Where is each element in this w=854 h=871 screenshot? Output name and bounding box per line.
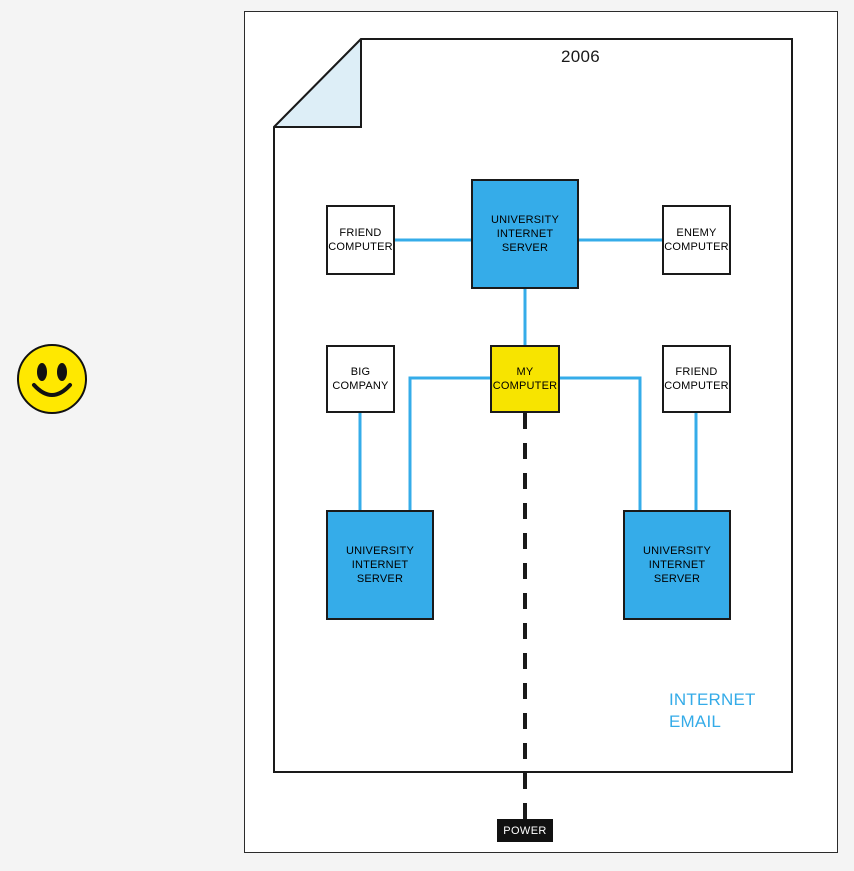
node-label: UNIVERSITY INTERNET SERVER <box>345 545 414 585</box>
node-label: UNIVERSITY INTERNET SERVER <box>490 214 559 254</box>
caption-line-1: INTERNET <box>669 690 756 709</box>
node-friend-computer-top-left[interactable]: FRIEND COMPUTER <box>326 205 395 275</box>
smiley-face-icon <box>16 343 88 415</box>
node-label: MY COMPUTER <box>492 366 558 392</box>
year-label: 2006 <box>560 47 600 66</box>
node-my-computer[interactable]: MY COMPUTER <box>490 345 560 413</box>
power-label-chip: POWER <box>497 819 553 842</box>
node-label: FRIEND COMPUTER <box>328 227 393 253</box>
node-big-company[interactable]: BIG COMPANY <box>326 345 395 413</box>
node-university-internet-server-top[interactable]: UNIVERSITY INTERNET SERVER <box>471 179 579 289</box>
node-friend-computer-mid-right[interactable]: FRIEND COMPUTER <box>662 345 731 413</box>
node-label: UNIVERSITY INTERNET SERVER <box>642 545 711 585</box>
node-label: BIG COMPANY <box>332 366 389 392</box>
caption-line-2: EMAIL <box>669 712 722 731</box>
node-enemy-computer[interactable]: ENEMY COMPUTER <box>662 205 731 275</box>
node-university-internet-server-bottom-left[interactable]: UNIVERSITY INTERNET SERVER <box>326 510 434 620</box>
diagram-caption: INTERNET EMAIL <box>669 689 756 733</box>
node-label: FRIEND COMPUTER <box>664 366 729 392</box>
node-label: ENEMY COMPUTER <box>664 227 729 253</box>
node-university-internet-server-bottom-right[interactable]: UNIVERSITY INTERNET SERVER <box>623 510 731 620</box>
